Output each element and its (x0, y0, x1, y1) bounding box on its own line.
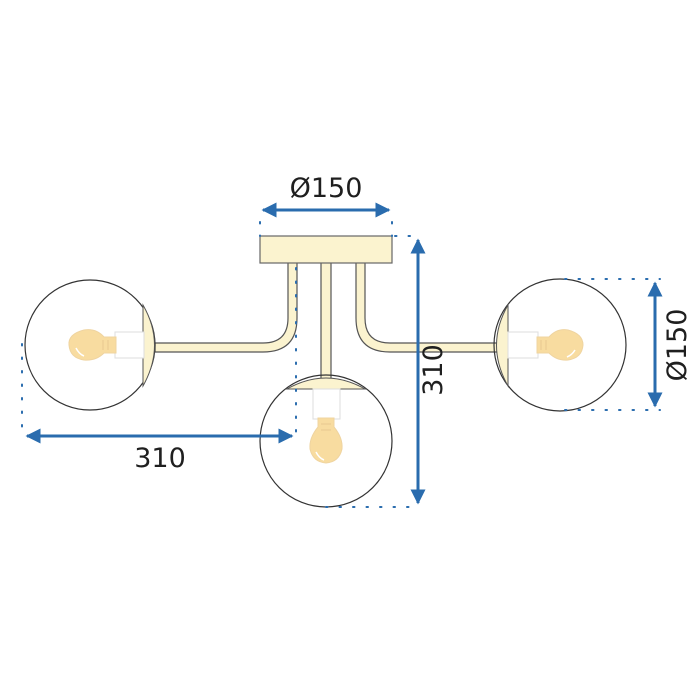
right-globe (493, 278, 627, 412)
extension-lines (21, 221, 661, 508)
bulb-icon (68, 329, 117, 361)
socket-icon (114, 331, 145, 359)
socket-icon (507, 331, 539, 359)
globe-diameter-label: Ø150 (662, 309, 693, 382)
width-label: 310 (134, 443, 186, 474)
dimension-arrows (25, 202, 663, 505)
bulb-icon (536, 329, 584, 361)
height-label: 310 (418, 344, 449, 396)
canopy-diameter-label: Ø150 (290, 173, 363, 204)
socket-icon (312, 388, 341, 420)
left-globe (24, 279, 156, 411)
canopy (259, 235, 393, 264)
bulb-icon (309, 417, 343, 464)
center-globe (259, 374, 393, 508)
